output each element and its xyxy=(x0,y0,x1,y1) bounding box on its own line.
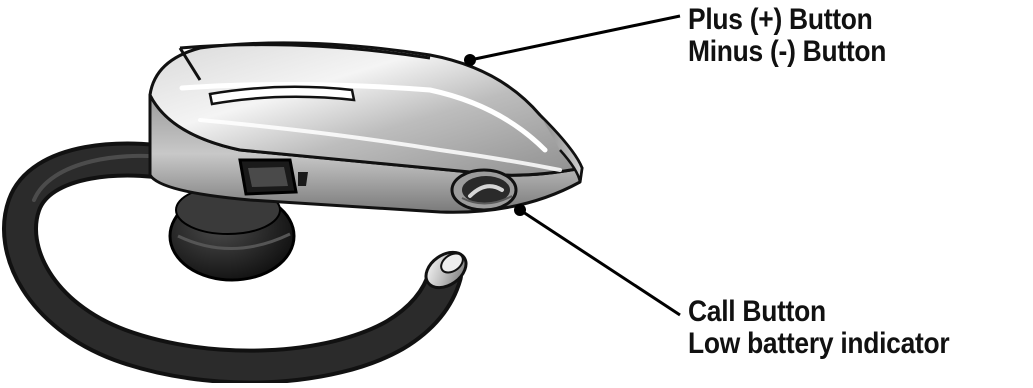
callout-top-label: Plus (+) Button Minus (-) Button xyxy=(688,4,886,68)
call-button-label: Call Button xyxy=(688,296,949,328)
callout-leader-bottom xyxy=(514,204,680,315)
headset-body xyxy=(150,43,582,212)
plus-button-label: Plus (+) Button xyxy=(688,4,886,36)
callout-bottom-label: Call Button Low battery indicator xyxy=(688,296,949,360)
minus-button-label: Minus (-) Button xyxy=(688,36,886,68)
callout-leader-top xyxy=(464,16,680,66)
call-button-icon xyxy=(452,170,516,210)
low-battery-indicator-label: Low battery indicator xyxy=(688,328,949,360)
